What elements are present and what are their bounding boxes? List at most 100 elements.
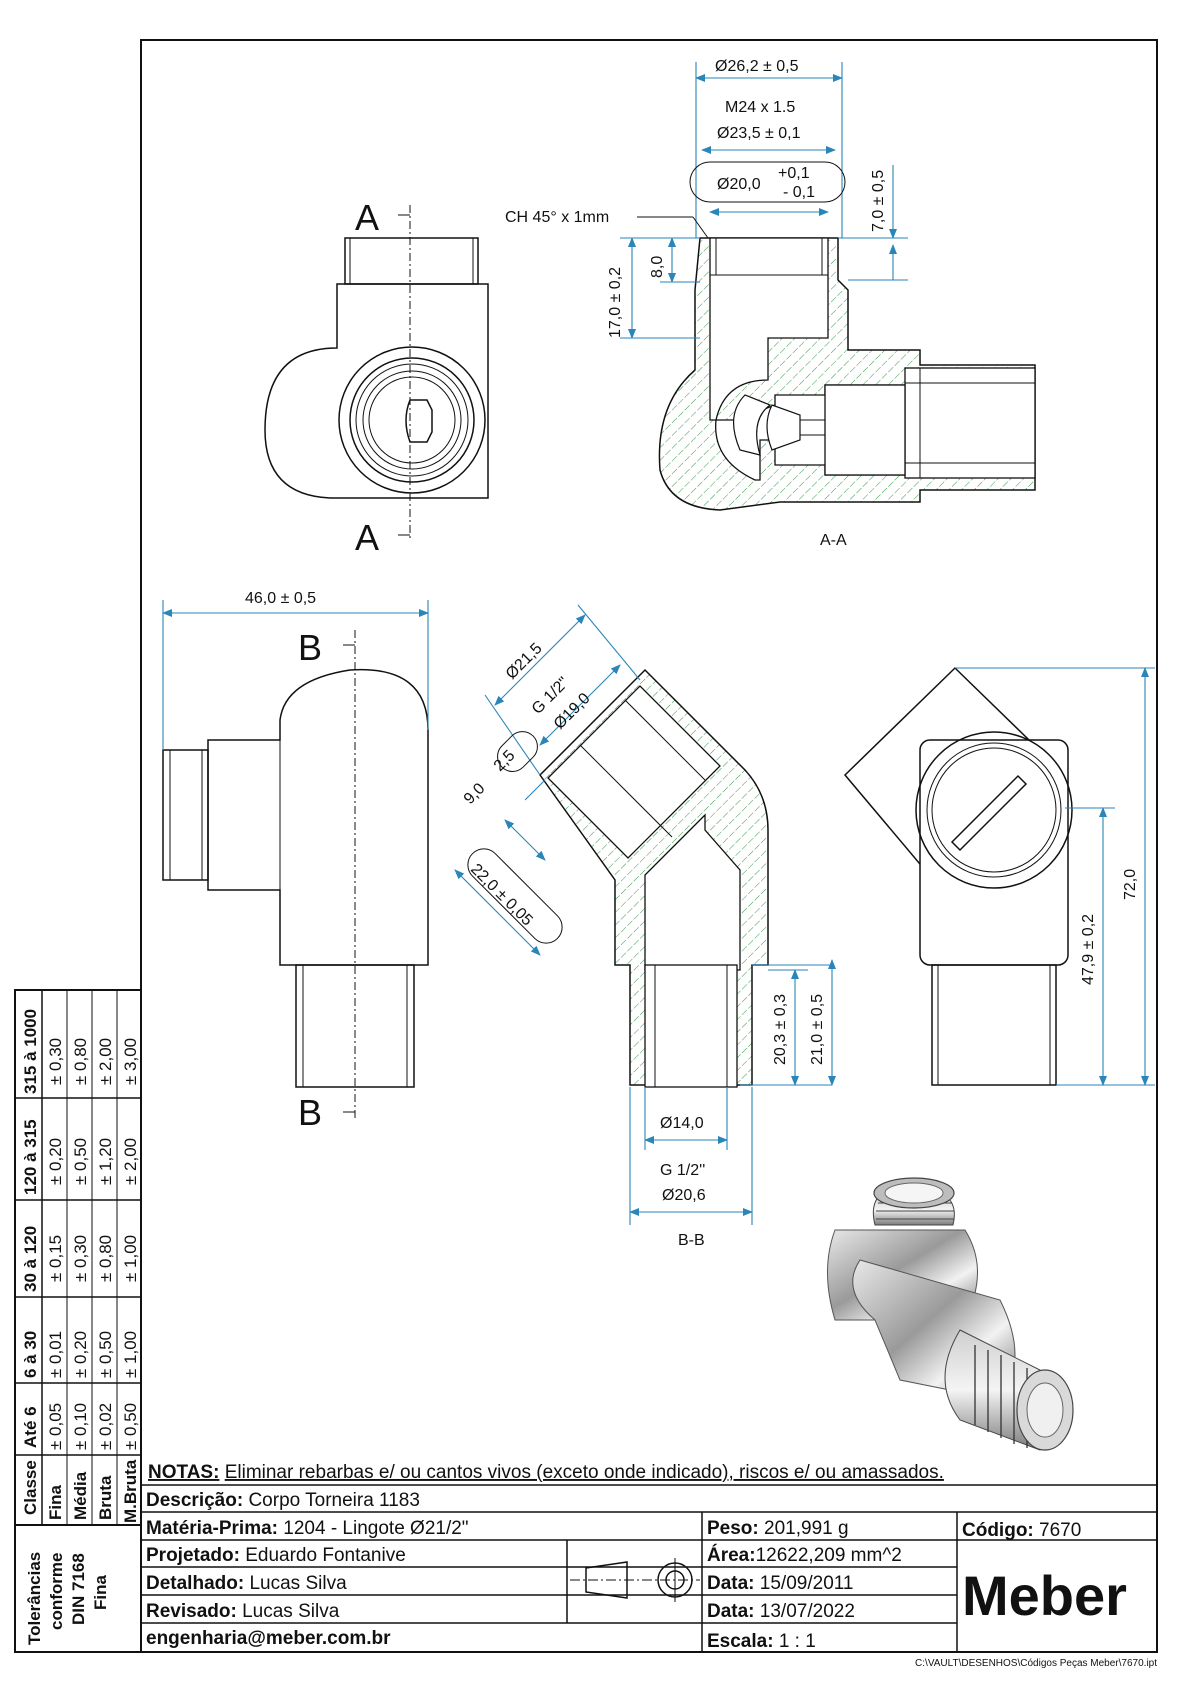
- data-revisao-label: Data:: [707, 1601, 755, 1622]
- tol-315-1000-fina: ± 0,30: [46, 1038, 65, 1085]
- class-name-m-bruta: M.Bruta: [121, 1459, 140, 1523]
- tol-315-1000-mbruta: ± 3,00: [121, 1038, 140, 1085]
- dim-len-9: 9,0: [461, 780, 489, 808]
- projection-symbol-icon: [570, 1558, 700, 1602]
- projetado-label: Projetado:: [146, 1545, 240, 1566]
- dim-len-20-3: 20,3 ± 0,3: [772, 994, 789, 1065]
- dim-g-half-2: G 1/2'': [660, 1162, 705, 1179]
- data-projeto-value: 15/09/2011: [760, 1573, 854, 1594]
- range-315-1000: 315 à 1000: [21, 1009, 40, 1094]
- tol-30-120-media: ± 0,30: [71, 1235, 90, 1282]
- tolerance-title-line-3: DIN 7168: [69, 1553, 88, 1625]
- svg-text:Projetado: Eduardo Fontanive: Projetado: Eduardo Fontanive: [146, 1545, 406, 1566]
- tol-120-315-mbruta: ± 2,00: [121, 1138, 140, 1185]
- section-b-marker-bottom: B: [298, 1092, 322, 1133]
- materia-prima-label: Matéria-Prima:: [146, 1518, 278, 1539]
- peso-value: 201,991 g: [764, 1518, 849, 1539]
- dim-m24: M24 x 1.5: [725, 99, 795, 116]
- isometric-render: [827, 1177, 1074, 1451]
- dim-len-22: 22,0 ± 0,05: [467, 861, 536, 930]
- tol-315-1000-bruta: ± 2,00: [96, 1038, 115, 1085]
- section-a-marker-bottom: A: [355, 517, 379, 558]
- area-label: Área:: [707, 1544, 756, 1566]
- tol-120-315-media: ± 0,50: [71, 1138, 90, 1185]
- dim-d20-6: Ø20,6: [662, 1187, 706, 1204]
- revisado-label: Revisado:: [146, 1601, 237, 1622]
- dim-d20: Ø20,0: [717, 176, 761, 193]
- class-name-fina: Fina: [46, 1485, 65, 1520]
- range-30-120: 30 à 120: [21, 1226, 40, 1292]
- codigo-value: 7670: [1039, 1520, 1081, 1541]
- aa-dimensions: Ø26,2 ± 0,5 M24 x 1.5 Ø23,5 ± 0,1 Ø20,0 …: [505, 58, 908, 339]
- company-logo: Meber: [962, 1564, 1127, 1627]
- section-a-a: A-A: [658, 237, 1036, 549]
- dim-len-8: 8,0: [649, 256, 666, 278]
- notes-label: NOTAS:: [148, 1462, 219, 1483]
- svg-text:Peso: 201,991 g: Peso: 201,991 g: [707, 1518, 849, 1539]
- revisado-value: Lucas Silva: [242, 1601, 340, 1622]
- title-block: NOTAS: Eliminar rebarbas e/ ou cantos vi…: [141, 1462, 1157, 1652]
- svg-text:Data: 13/07/2022: Data: 13/07/2022: [707, 1601, 855, 1622]
- svg-text:Código: 7670: Código: 7670: [962, 1520, 1081, 1541]
- data-projeto-label: Data:: [707, 1573, 755, 1594]
- dim-len-47-9: 47,9 ± 0,2: [1080, 914, 1097, 985]
- detalhado-label: Detalhado:: [146, 1573, 244, 1594]
- data-revisao-value: 13/07/2022: [760, 1601, 855, 1622]
- notes-text: Eliminar rebarbas e/ ou cantos vivos (ex…: [225, 1462, 944, 1483]
- dim-d23-5: Ø23,5 ± 0,1: [717, 125, 801, 142]
- dim-len-2-5: 2,5: [491, 747, 519, 775]
- section-a-marker-top: A: [355, 197, 379, 238]
- tol-30-120-mbruta: ± 1,00: [121, 1235, 140, 1282]
- svg-text:Data: 15/09/2011: Data: 15/09/2011: [707, 1573, 853, 1594]
- dim-len-17: 17,0 ± 0,2: [607, 267, 624, 338]
- section-bb-label: B-B: [678, 1232, 705, 1249]
- tol-6-30-bruta: ± 0,50: [96, 1331, 115, 1378]
- codigo-label: Código:: [962, 1520, 1034, 1541]
- sheet-border: [140, 39, 1158, 1653]
- peso-label: Peso:: [707, 1518, 759, 1539]
- range-6-30: 6 à 30: [21, 1331, 40, 1378]
- tol-6-30-fina: ± 0,01: [46, 1331, 65, 1378]
- svg-text:Matéria-Prima: 1204 - Lingote: Matéria-Prima: 1204 - Lingote Ø21/2": [146, 1518, 469, 1539]
- svg-text:Área:12622,209 mm^2: Área:12622,209 mm^2: [707, 1544, 902, 1566]
- range-ate-6: Até 6: [21, 1406, 40, 1448]
- dim-d20-tol-minus: - 0,1: [783, 184, 815, 201]
- dim-chamfer: CH 45° x 1mm: [505, 209, 609, 226]
- class-name-bruta: Bruta: [96, 1475, 115, 1520]
- side-view: B B 46,0 ± 0,5: [162, 590, 429, 1133]
- right-view: 72,0 47,9 ± 0,2: [843, 666, 1155, 1086]
- escala-value: 1 : 1: [779, 1631, 816, 1652]
- descricao-label: Descrição:: [146, 1490, 243, 1511]
- tol-120-315-bruta: ± 1,20: [96, 1138, 115, 1185]
- area-value: 12622,209 mm^2: [756, 1545, 902, 1566]
- tolerance-title-line-4: Fina: [91, 1575, 110, 1610]
- dim-d26-2: Ø26,2 ± 0,5: [715, 58, 799, 75]
- file-path: C:\VAULT\DESENHOS\Códigos Peças Meber\76…: [915, 1658, 1157, 1669]
- tolerance-table: Tolerâncias conforme DIN 7168 Fina Class…: [14, 989, 142, 1653]
- dim-len-46: 46,0 ± 0,5: [245, 590, 316, 607]
- tolerance-title-line-1: Tolerâncias: [25, 1552, 44, 1645]
- escala-label: Escala:: [707, 1631, 774, 1652]
- svg-text:Detalhado: Lucas Silva: Detalhado: Lucas Silva: [146, 1573, 347, 1594]
- projetado-value: Eduardo Fontanive: [245, 1545, 406, 1566]
- dim-len-72: 72,0: [1122, 869, 1139, 900]
- tol-ate6-media: ± 0,10: [71, 1403, 90, 1450]
- section-aa-label: A-A: [820, 532, 847, 549]
- tol-6-30-mbruta: ± 1,00: [121, 1331, 140, 1378]
- tol-ate6-bruta: ± 0,02: [96, 1403, 115, 1450]
- tol-120-315-fina: ± 0,20: [46, 1138, 65, 1185]
- range-120-315: 120 à 315: [21, 1119, 40, 1195]
- dim-d14: Ø14,0: [660, 1115, 704, 1132]
- svg-text:Descrição: Corpo Torneira 1183: Descrição: Corpo Torneira 1183: [146, 1490, 420, 1511]
- detalhado-value: Lucas Silva: [249, 1573, 347, 1594]
- svg-text:Revisado: Lucas Silva: Revisado: Lucas Silva: [146, 1601, 340, 1622]
- descricao-value: Corpo Torneira 1183: [248, 1490, 419, 1511]
- tol-315-1000-media: ± 0,80: [71, 1038, 90, 1085]
- dim-len-21: 21,0 ± 0,5: [809, 994, 826, 1065]
- tolerance-title-line-2: conforme: [47, 1553, 66, 1630]
- tol-ate6-mbruta: ± 0,50: [121, 1403, 140, 1450]
- tol-6-30-media: ± 0,20: [71, 1331, 90, 1378]
- dim-len-7: 7,0 ± 0,5: [870, 170, 887, 232]
- tol-30-120-bruta: ± 0,80: [96, 1235, 115, 1282]
